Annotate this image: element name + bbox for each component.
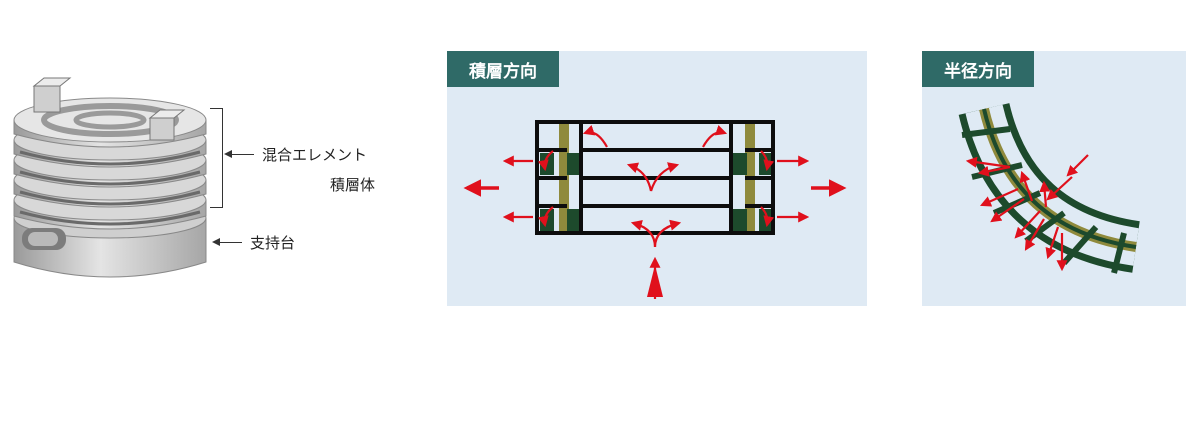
panel-tag-stacking: 積層方向 [447,51,559,87]
label-mixed-element: 混合エレメント [262,146,368,164]
top-bosses [32,77,186,141]
callout-mixed-element: 混合エレメント [224,144,368,165]
laminate-frame [535,120,775,235]
panel-tag-radial: 半径方向 [922,51,1034,87]
panel-radial-direction: 半径方向 [922,51,1186,306]
panel-stacking-direction: 積層方向 [447,51,867,306]
left-arrow-icon [212,236,242,248]
inflow-arrowhead [647,265,663,297]
laminated-part-illustration [0,60,230,300]
left-arrow-icon [224,148,254,160]
label-laminate: 積層体 [330,176,376,194]
radial-diagram [958,102,1141,274]
layers [13,97,207,230]
laminate-bracket [210,108,223,208]
callout-support: 支持台 [212,232,296,253]
part-drawing [13,77,207,278]
label-support: 支持台 [250,234,296,252]
radial-arrows [965,154,1089,272]
stacking-diagram [463,120,847,299]
flow-arrows [502,125,810,299]
